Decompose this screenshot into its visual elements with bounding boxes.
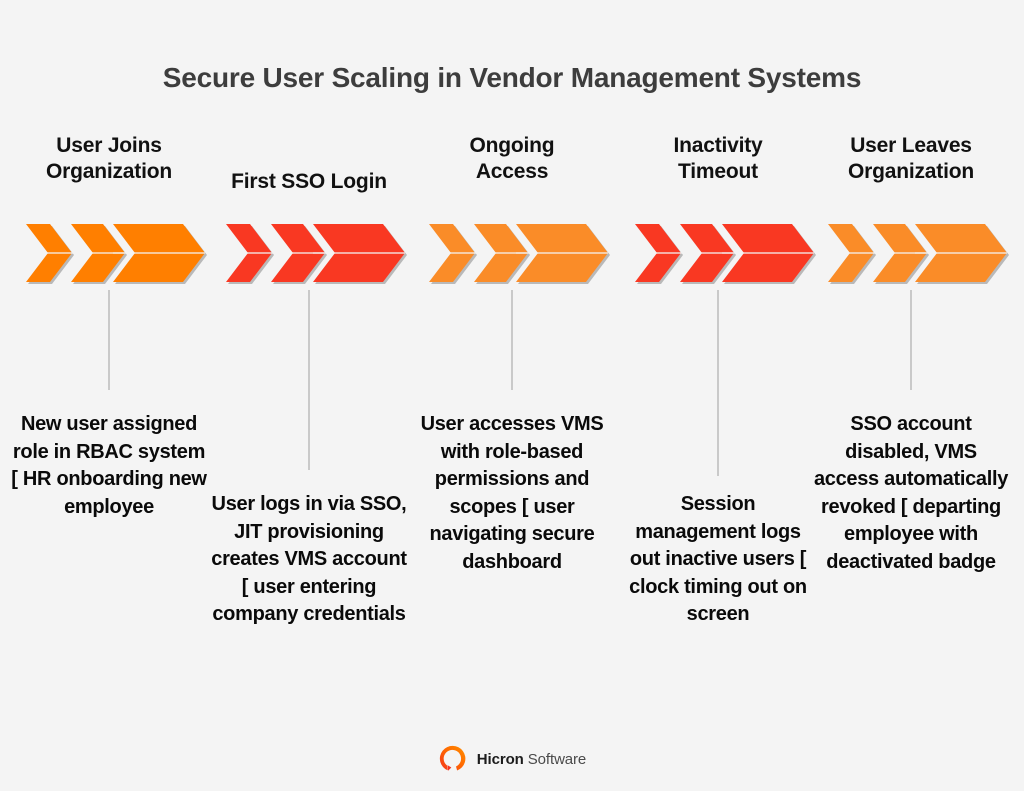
brand-wordmark: Hicron Software bbox=[477, 751, 586, 768]
stage-label-line1: User Leaves bbox=[850, 134, 972, 157]
triple-chevron-right-icon bbox=[412, 222, 612, 286]
stage-label-line1: Inactivity bbox=[673, 134, 763, 157]
stage-label-3: Ongoing Access bbox=[412, 133, 612, 186]
connector-line-4 bbox=[717, 290, 719, 476]
connector-line-5 bbox=[910, 290, 912, 390]
stage-label-line1: Ongoing bbox=[469, 134, 555, 157]
stage-description-5: SSO account disabled, VMS access automat… bbox=[813, 413, 1009, 573]
connector-line-3 bbox=[511, 290, 513, 390]
stage-label-4: Inactivity Timeout bbox=[618, 133, 818, 186]
brand-name-bold: Hicron bbox=[476, 750, 524, 768]
connector-line-2 bbox=[308, 290, 310, 470]
connector-line-1 bbox=[108, 290, 110, 390]
triple-chevron-right-icon bbox=[209, 222, 409, 286]
page-title: Secure User Scaling in Vendor Management… bbox=[162, 62, 862, 93]
stage-label-line1: User Joins bbox=[56, 134, 162, 157]
hicron-ring-logo-icon bbox=[439, 745, 466, 771]
stage-description-1: New user assigned role in RBAC system [ … bbox=[11, 413, 207, 518]
footer-logo: Hicron Software bbox=[0, 744, 1024, 774]
stage-label-line2: Organization bbox=[848, 160, 974, 184]
stage-description-2: User logs in via SSO, JIT provisioning c… bbox=[211, 493, 407, 626]
stage-label-line1: First SSO Login bbox=[231, 170, 387, 193]
stage-label-1: User Joins Organization bbox=[9, 133, 209, 186]
stage-label-line2: Timeout bbox=[678, 160, 758, 184]
stage-description-3: User accesses VMS with role-based permis… bbox=[420, 413, 604, 573]
brand-name-regular: Software bbox=[527, 750, 587, 768]
stage-label-2: First SSO Login bbox=[209, 169, 409, 195]
stage-description-4: Session management logs out inactive use… bbox=[629, 493, 807, 626]
triple-chevron-right-icon bbox=[811, 222, 1011, 286]
stage-label-line2: Organization bbox=[46, 160, 172, 184]
stage-label-line2: Access bbox=[475, 160, 549, 184]
triple-chevron-right-icon bbox=[618, 222, 818, 286]
triple-chevron-right-icon bbox=[9, 222, 209, 286]
stage-label-5: User Leaves Organization bbox=[811, 133, 1011, 186]
